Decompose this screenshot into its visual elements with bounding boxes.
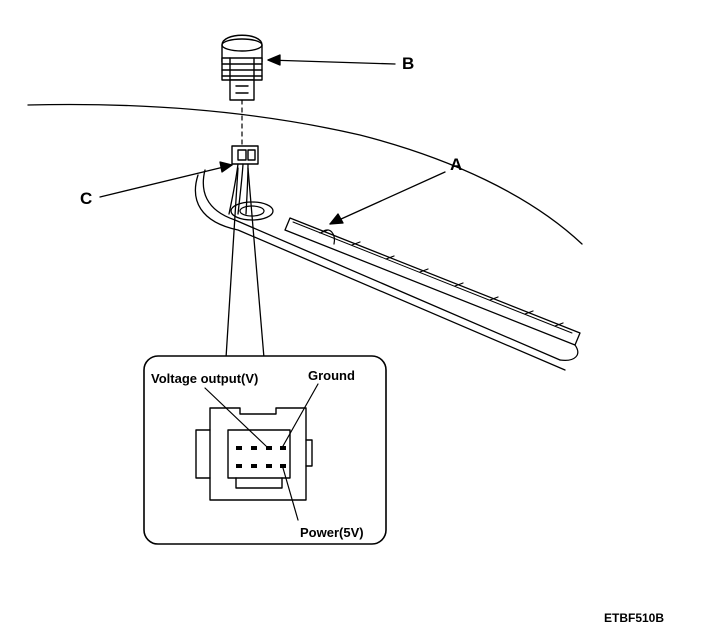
callout-arrow-a — [329, 171, 446, 225]
zoom-line-left — [225, 167, 239, 359]
dashboard-edge-curve — [559, 344, 579, 361]
figure-code: ETBF510B — [604, 611, 665, 625]
leader-voltage-output — [204, 387, 267, 447]
connector-detail-box — [143, 355, 387, 545]
terminal-pins — [236, 446, 286, 468]
defroster-grille-inner — [292, 221, 573, 334]
callout-arrow-b — [267, 54, 396, 66]
grille-slat-2 — [351, 241, 361, 246]
voltage-output-label: Voltage output(V) — [151, 371, 259, 386]
grille-slat-7 — [524, 310, 534, 315]
leader-ground — [282, 383, 319, 447]
defroster-grille-outline — [284, 217, 581, 346]
dashboard-outline — [27, 103, 583, 245]
photo-sensor — [221, 34, 263, 101]
wire-harness-2 — [237, 163, 244, 215]
callout-label-b: B — [402, 54, 415, 73]
ground-label: Ground — [308, 368, 355, 383]
grille-slat-1 — [319, 229, 329, 234]
power-label: Power(5V) — [300, 525, 364, 540]
leader-power — [282, 467, 299, 521]
dashboard-edge-lower — [194, 174, 566, 371]
grille-slat-4 — [419, 268, 429, 273]
grille-slat-6 — [489, 296, 499, 301]
grille-slat-5 — [454, 282, 464, 287]
sensor-connector — [231, 145, 259, 165]
grille-slat-8 — [554, 322, 564, 327]
callout-arrow-c — [99, 161, 233, 198]
grille-cap — [321, 229, 335, 245]
callout-label-a: A — [450, 155, 463, 174]
callout-label-c: C — [80, 189, 93, 208]
grille-slat-3 — [385, 255, 395, 260]
zoom-line-right — [247, 167, 265, 359]
connector-face — [195, 407, 313, 501]
